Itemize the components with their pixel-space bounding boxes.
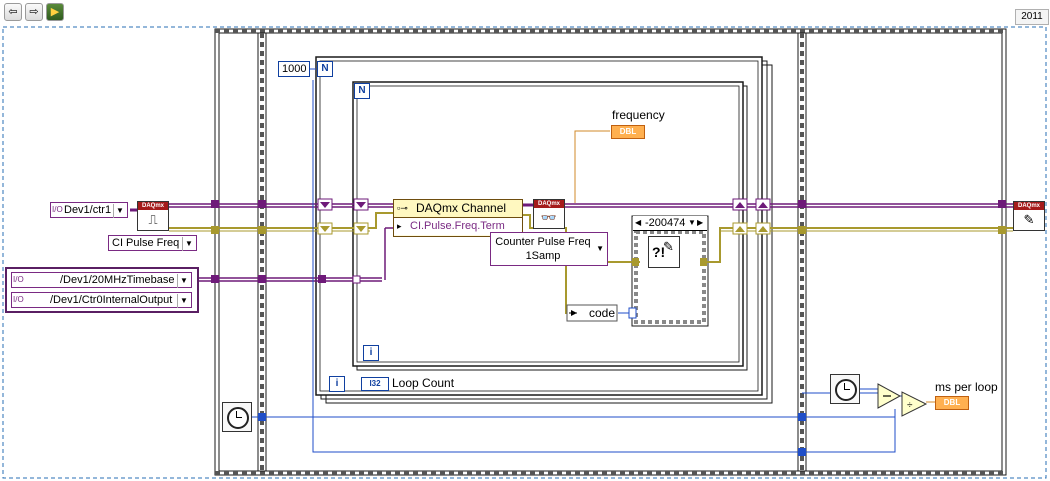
- run-button[interactable]: ⇦: [4, 3, 22, 21]
- unbundle-error-node: [566, 304, 618, 322]
- vi-icon-button[interactable]: ▶: [46, 3, 64, 21]
- sequence-tunnels: [211, 200, 1006, 456]
- i32-indicator[interactable]: I32: [361, 377, 389, 391]
- property-row[interactable]: ▸ CI.Pulse.Freq.Term: [394, 218, 522, 235]
- tick-count-end[interactable]: [830, 374, 860, 404]
- ctr-output-terminal-control[interactable]: I/O /Dev1/Ctr0InternalOutput ▼: [11, 292, 192, 308]
- diagram-boundary: [2, 26, 1047, 479]
- tick-count-start[interactable]: [222, 402, 252, 432]
- counter-channel-value: Dev1/ctr1: [64, 204, 112, 216]
- ms-per-loop-indicator[interactable]: DBL: [935, 396, 969, 410]
- io-type-icon: I/O: [13, 275, 24, 284]
- outer-loop-iteration-terminal: i: [329, 376, 345, 392]
- daqmx-task-wire: [130, 203, 1013, 282]
- ci-pulse-freq-selector[interactable]: CI Pulse Freq ▼: [108, 235, 197, 251]
- frequency-indicator[interactable]: DBL: [611, 125, 645, 139]
- eraser-icon: ✎: [1023, 212, 1035, 227]
- version-label: 2011: [1015, 9, 1049, 25]
- divide-function: [901, 391, 928, 417]
- daqmx-create-channel-node[interactable]: DAQmx ⎍: [137, 201, 169, 231]
- loop-count-label: Loop Count: [392, 376, 455, 390]
- error-code-label: code: [589, 306, 616, 320]
- flat-sequence-structure: [214, 28, 1007, 476]
- clear-error-node[interactable]: ?! ✎: [648, 236, 680, 268]
- frequency-label: frequency: [612, 108, 665, 122]
- outer-loop-count-terminal[interactable]: N: [317, 61, 333, 77]
- daqmx-header: DAQmx: [1014, 202, 1044, 210]
- loop-count-constant[interactable]: 1000: [278, 61, 311, 77]
- reference-icon: ▫⊸: [397, 203, 408, 213]
- timebase-terminal-value: /Dev1/20MHzTimebase: [60, 274, 175, 286]
- ms-per-loop-label: ms per loop: [935, 380, 998, 394]
- run-arrow-icon: ⇦: [8, 6, 18, 18]
- case-selector[interactable]: ◀ -200474 ▼ ▶: [633, 216, 707, 231]
- chevron-left-icon[interactable]: ◀: [635, 218, 642, 227]
- daqmx-header: DAQmx: [138, 202, 168, 210]
- io-type-icon: I/O: [52, 205, 63, 214]
- chevron-down-icon[interactable]: ▼: [596, 244, 604, 253]
- chevron-down-icon[interactable]: ▼: [113, 204, 126, 218]
- chevron-down-icon[interactable]: ▼: [177, 294, 190, 308]
- ci-pulse-freq-value: CI Pulse Freq: [112, 237, 180, 249]
- inner-loop-count-terminal[interactable]: N: [354, 83, 370, 99]
- clock-icon: [227, 407, 249, 429]
- read-mode-line1: Counter Pulse Freq: [495, 236, 591, 248]
- chevron-down-icon[interactable]: ▼: [177, 274, 190, 288]
- inner-loop-iteration-terminal: i: [363, 345, 379, 361]
- step-arrow-icon: ⇨: [29, 6, 39, 18]
- step-button[interactable]: ⇨: [25, 3, 43, 21]
- ctr-output-terminal-value: /Dev1/Ctr0InternalOutput: [50, 294, 173, 306]
- pulse-train-icon: ⎍: [148, 212, 158, 227]
- chevron-down-icon[interactable]: ▼: [688, 218, 696, 227]
- io-type-icon: I/O: [13, 295, 24, 304]
- question-icon: ?!: [652, 244, 666, 260]
- counter-channel-control[interactable]: I/O Dev1/ctr1 ▼: [50, 202, 128, 218]
- clock-icon: [835, 379, 857, 401]
- daqmx-channel-property-node[interactable]: ▫⊸ DAQmx Channel ▸ CI.Pulse.Freq.Term: [393, 199, 523, 237]
- read-mode-line2: 1Samp: [525, 250, 561, 262]
- case-structure: [631, 215, 709, 327]
- glasses-icon: 👓: [540, 210, 558, 225]
- frequency-wire: [574, 130, 610, 203]
- svg-text:÷: ÷: [907, 400, 913, 411]
- daqmx-header: DAQmx: [534, 200, 564, 208]
- shift-registers: [317, 198, 771, 319]
- daqmx-read-node[interactable]: DAQmx 👓: [533, 199, 565, 229]
- read-mode-selector[interactable]: Counter Pulse Freq 1Samp ▼: [490, 232, 608, 266]
- labview-vi-icon: ▶: [50, 6, 60, 18]
- daqmx-clear-task-node[interactable]: DAQmx ✎: [1013, 201, 1045, 231]
- terminal-array-control: I/O /Dev1/20MHzTimebase ▼ I/O /Dev1/Ctr0…: [5, 267, 199, 313]
- chevron-down-icon[interactable]: ▼: [182, 237, 195, 251]
- case-selector-value: -200474: [645, 217, 686, 229]
- timebase-terminal-control[interactable]: I/O /Dev1/20MHzTimebase ▼: [11, 272, 192, 288]
- chevron-right-icon[interactable]: ▶: [697, 218, 704, 227]
- eraser-icon: ✎: [663, 239, 674, 254]
- property-node-class: ▫⊸ DAQmx Channel: [394, 200, 522, 218]
